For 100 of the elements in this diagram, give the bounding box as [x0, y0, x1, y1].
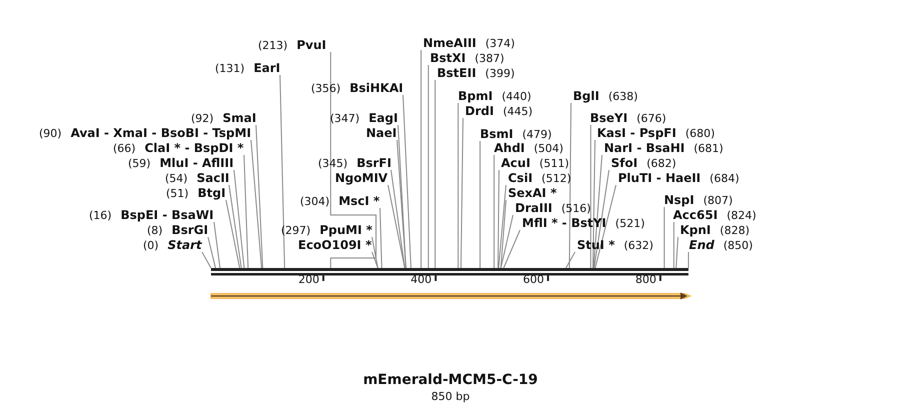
- enzyme-name: BtgI: [198, 186, 226, 200]
- leader-line: [593, 154, 602, 268]
- position-number: (347): [330, 112, 360, 125]
- leader-line: [434, 80, 436, 268]
- leader-line: [388, 184, 406, 268]
- leader-line: [372, 236, 378, 268]
- leader-line: [202, 252, 212, 268]
- leader-line: [480, 140, 481, 268]
- enzyme-name: AcuI: [501, 156, 530, 170]
- enzyme-name: BglI: [573, 89, 600, 103]
- leader-line: [234, 170, 245, 268]
- enzyme-name: PvuI: [296, 38, 326, 52]
- position-number: (0): [143, 239, 159, 252]
- leader-line: [244, 154, 249, 268]
- position-number: (638): [608, 90, 638, 103]
- leader-line: [498, 170, 500, 268]
- position-number: (512): [542, 172, 572, 185]
- position-number: (59): [128, 157, 151, 170]
- leader-line: [256, 124, 264, 268]
- leader-line: [228, 184, 242, 268]
- scale-number: 200: [298, 273, 320, 286]
- enzyme-name: BseYI: [590, 111, 628, 125]
- enzyme-name: SmaI: [222, 111, 256, 125]
- enzyme-name: BsmI: [480, 127, 514, 141]
- enzyme-name: EagI: [368, 111, 398, 125]
- enzyme-name: MscI *: [338, 194, 380, 208]
- leader-line: [208, 236, 216, 268]
- leader-line: [664, 206, 665, 268]
- position-number: (445): [502, 105, 533, 118]
- position-number: (399): [485, 67, 515, 80]
- enzyme-name: KpnI: [680, 223, 711, 237]
- enzyme-name: KasI - PspFI: [597, 126, 676, 140]
- leader-line: [402, 94, 412, 268]
- enzyme-name: AhdI: [494, 141, 525, 155]
- leader-line: [214, 222, 220, 268]
- position-number: (850): [723, 239, 753, 252]
- position-number: (131): [215, 62, 245, 75]
- leader-line: [398, 124, 406, 268]
- enzyme-name: SexAI *: [508, 186, 557, 200]
- enzyme-name: BstXI: [430, 51, 466, 65]
- enzyme-name: PpuMI *: [320, 223, 372, 237]
- enzyme-name: EcoO109I *: [298, 238, 372, 252]
- leader-line: [494, 154, 495, 268]
- leader-line: [500, 214, 514, 268]
- enzyme-name: BsrFI: [356, 156, 392, 170]
- enzyme-name: ClaI * - BspDI *: [144, 141, 244, 155]
- position-number: (374): [485, 37, 515, 50]
- position-number: (8): [147, 224, 163, 237]
- position-number: (54): [165, 172, 188, 185]
- position-number: (304): [300, 195, 330, 208]
- position-number: (504): [534, 142, 564, 155]
- leader-line: [594, 184, 616, 268]
- leader-line: [420, 50, 422, 268]
- leader-line: [280, 74, 286, 268]
- position-number: (440): [502, 90, 532, 103]
- sequence-length: 850 bp: [431, 390, 470, 403]
- enzyme-name: MflI * - BstYI: [522, 216, 606, 230]
- leader-line: [503, 230, 520, 268]
- leader-line: [676, 236, 678, 268]
- enzyme-name: Acc65I: [673, 208, 718, 222]
- position-number: (680): [685, 127, 715, 140]
- position-number: (684): [710, 172, 740, 185]
- scale-number: 400: [410, 273, 432, 286]
- leader-line: [390, 170, 406, 268]
- enzyme-name: NgoMIV: [335, 171, 388, 185]
- leader-line: [380, 208, 382, 268]
- leader-line: [594, 170, 610, 268]
- leader-line: [396, 140, 406, 268]
- position-number: (479): [522, 128, 552, 141]
- leader-line: [500, 200, 506, 268]
- leader-line: [673, 222, 674, 268]
- enzyme-name: SfoI: [611, 156, 638, 170]
- enzyme-name: BstEII: [437, 66, 476, 80]
- position-number: (828): [720, 224, 750, 237]
- leader-line: [458, 102, 459, 268]
- position-number: (297): [281, 224, 311, 237]
- leader-line: [226, 200, 240, 268]
- position-number: (213): [258, 39, 288, 52]
- enzyme-name: AvaI - XmaI - BsoBI - TspMI: [70, 126, 252, 140]
- enzyme-name: NspI: [664, 193, 694, 207]
- leader-line: [590, 124, 592, 268]
- position-number: (51): [166, 187, 189, 200]
- position-number: (632): [624, 239, 654, 252]
- position-number: (345): [318, 157, 348, 170]
- enzyme-name: SacII: [196, 171, 230, 185]
- position-number: (521): [615, 217, 645, 230]
- leader-line: [688, 252, 689, 268]
- enzyme-name: CsiI: [508, 171, 533, 185]
- enzyme-name: BsrGI: [172, 223, 208, 237]
- leader-line: [566, 252, 576, 268]
- position-number: (511): [539, 157, 570, 170]
- leader-line: [498, 184, 506, 268]
- enzyme-name: BpmI: [458, 89, 493, 103]
- enzyme-name: StuI *: [577, 238, 615, 252]
- position-number: (356): [311, 82, 341, 95]
- enzyme-name: NarI - BsaHI: [604, 141, 685, 155]
- position-number: (16): [89, 209, 112, 222]
- leader-line: [568, 102, 572, 268]
- position-number: (676): [636, 112, 666, 125]
- position-number: (92): [191, 112, 214, 125]
